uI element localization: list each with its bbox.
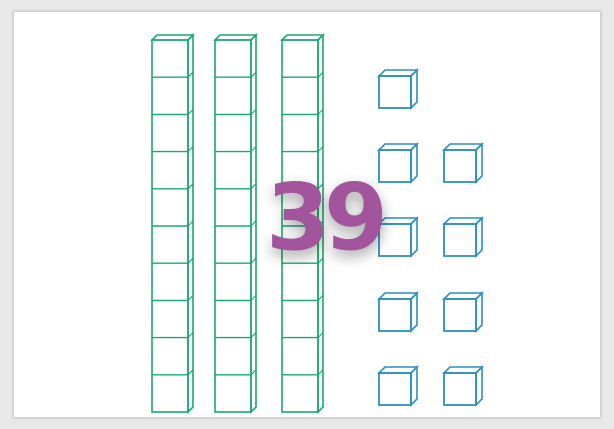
place-value-card: 39 <box>14 12 600 417</box>
ones-cube <box>444 218 482 256</box>
ones-cube <box>444 293 482 331</box>
tens-rod <box>152 35 193 412</box>
ones-cube <box>379 70 417 108</box>
number-label: 39 <box>266 172 382 264</box>
ones-cubes <box>379 70 482 405</box>
tens-rod <box>215 35 256 412</box>
ones-cube <box>379 293 417 331</box>
ones-cube <box>379 218 417 256</box>
ones-cube <box>444 144 482 182</box>
ones-cube <box>379 144 417 182</box>
ones-cube <box>444 367 482 405</box>
ones-cube <box>379 367 417 405</box>
